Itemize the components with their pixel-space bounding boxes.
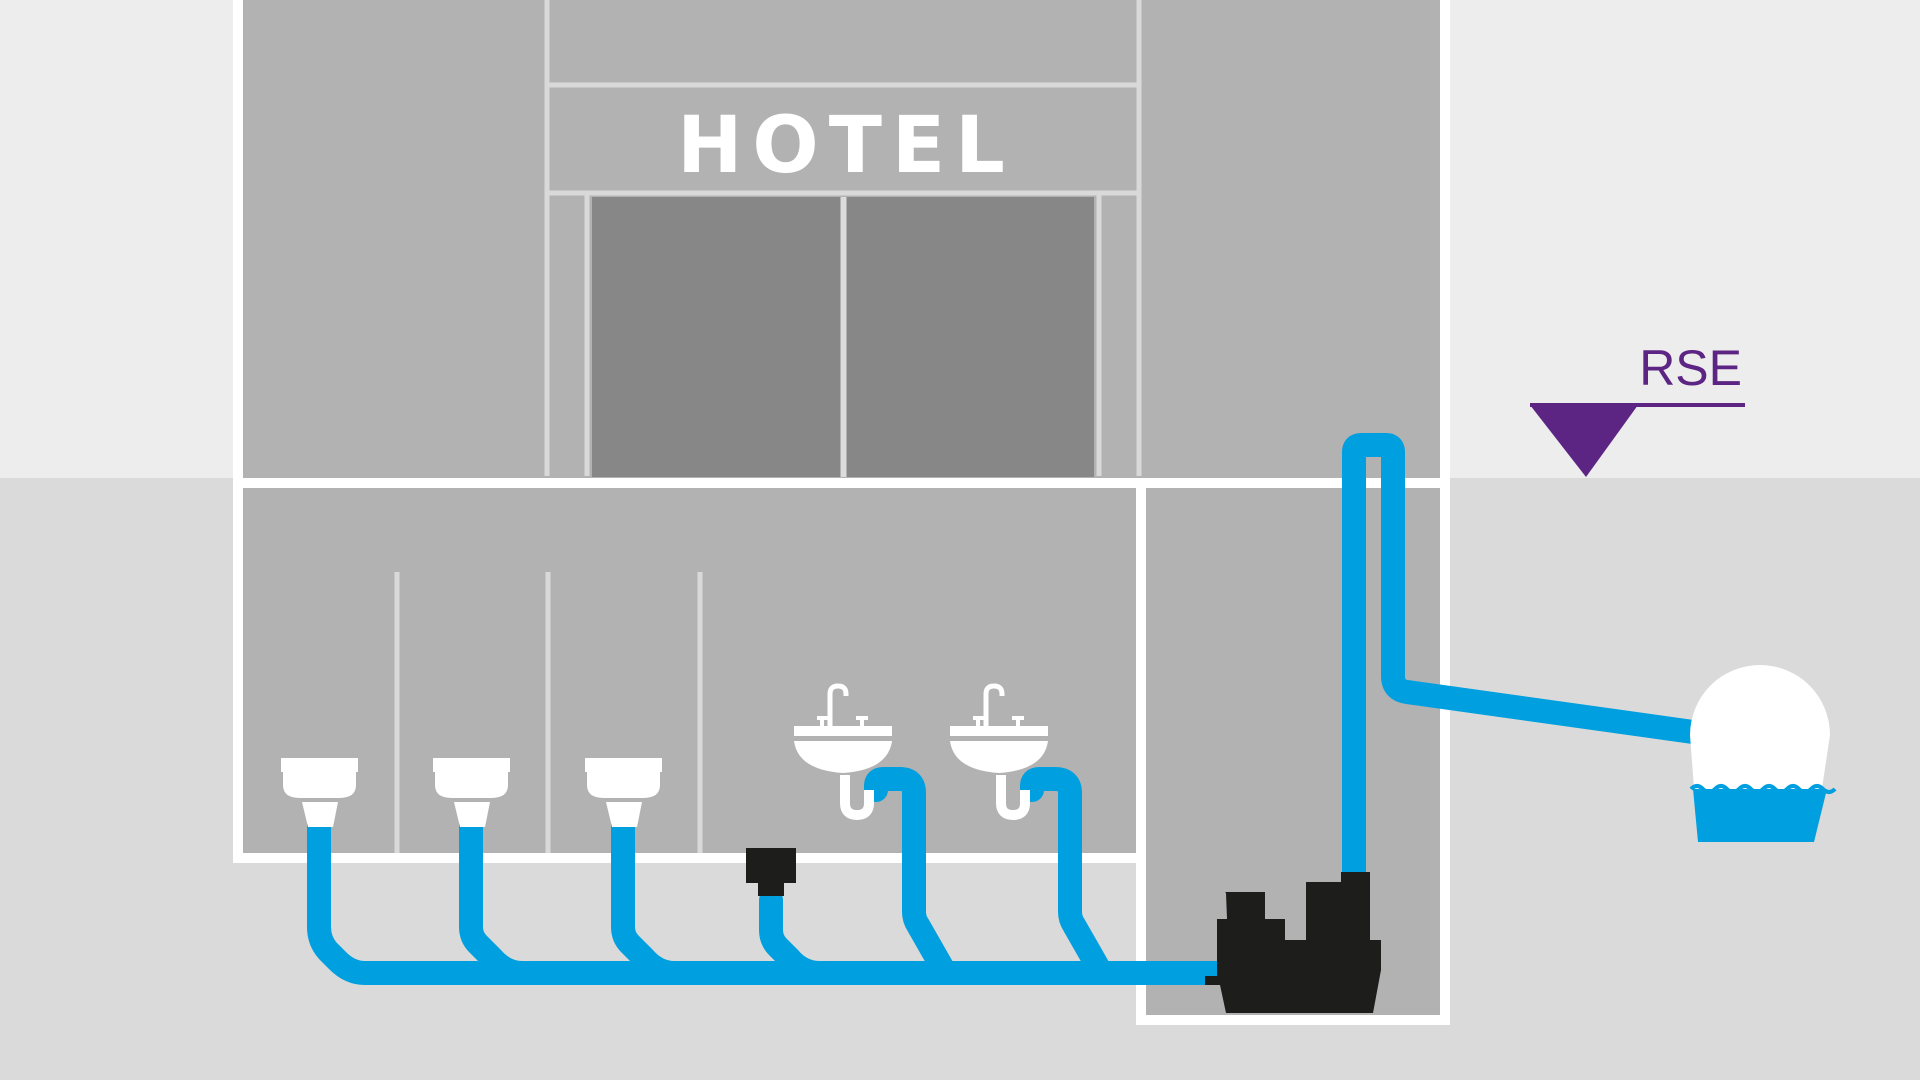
rse-label: RSE bbox=[1639, 340, 1742, 396]
sink-1-icon bbox=[794, 683, 892, 821]
backflow-level-marker: RSE bbox=[1530, 340, 1745, 477]
floor-drain-icon bbox=[746, 848, 796, 896]
level-triangle-icon bbox=[1530, 405, 1638, 477]
hotel-sign: HOTEL bbox=[677, 101, 1015, 191]
lifting-station-icon bbox=[1205, 872, 1381, 1013]
toilet-1-icon bbox=[281, 758, 358, 827]
sewer-tank-icon bbox=[1689, 665, 1837, 842]
sink-2-icon bbox=[950, 683, 1048, 821]
toilet-2-icon bbox=[433, 758, 510, 827]
entrance-doors bbox=[592, 197, 1094, 477]
building-basement bbox=[233, 478, 1450, 1025]
toilet-3-icon bbox=[585, 758, 662, 827]
drain-pipes bbox=[307, 433, 1712, 985]
